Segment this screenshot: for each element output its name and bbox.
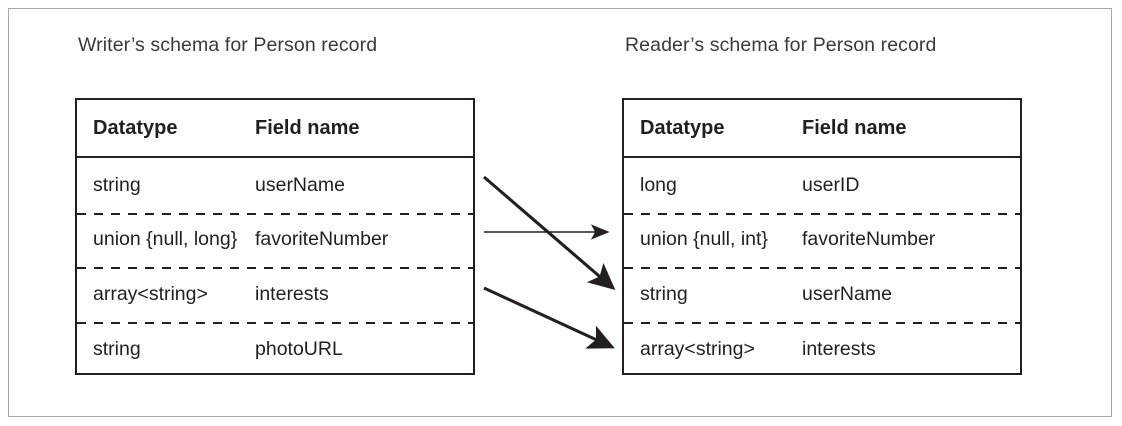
writer-schema-table: Datatype Field name string userName unio… [75, 98, 475, 377]
table-row: string userName [624, 267, 1020, 322]
reader-schema-table: Datatype Field name long userID union {n… [622, 98, 1022, 377]
table-row: union {null, long} favoriteNumber [77, 212, 473, 268]
table-row: long userID [624, 158, 1020, 213]
column-header-field-name: Field name [802, 116, 907, 139]
table-row: union {null, int} favoriteNumber [624, 212, 1020, 268]
cell-datatype: union {null, long} [93, 228, 238, 251]
cell-field-name: userName [802, 282, 892, 305]
cell-datatype: array<string> [640, 337, 755, 360]
column-header-datatype: Datatype [640, 116, 725, 139]
table-row: string userName [77, 158, 473, 213]
cell-field-name: interests [255, 282, 329, 305]
cell-datatype: array<string> [93, 282, 208, 305]
cell-field-name: interests [802, 337, 876, 360]
cell-field-name: photoURL [255, 337, 343, 360]
table-row: array<string> interests [624, 321, 1020, 377]
cell-field-name: favoriteNumber [802, 228, 936, 251]
table-header-row: Datatype Field name [624, 100, 1020, 158]
cell-datatype: string [93, 337, 141, 360]
table-row: array<string> interests [77, 267, 473, 322]
reader-schema-title: Reader’s schema for Person record [625, 34, 937, 56]
cell-datatype: string [93, 173, 141, 196]
table-row: string photoURL [77, 321, 473, 377]
cell-field-name: userName [255, 173, 345, 196]
cell-field-name: userID [802, 173, 860, 196]
cell-field-name: favoriteNumber [255, 228, 389, 251]
cell-datatype: union {null, int} [640, 228, 768, 251]
cell-datatype: string [640, 282, 688, 305]
table-header-row: Datatype Field name [77, 100, 473, 158]
column-header-field-name: Field name [255, 116, 360, 139]
cell-datatype: long [640, 173, 677, 196]
column-header-datatype: Datatype [93, 116, 178, 139]
writer-schema-title: Writer’s schema for Person record [78, 34, 378, 56]
